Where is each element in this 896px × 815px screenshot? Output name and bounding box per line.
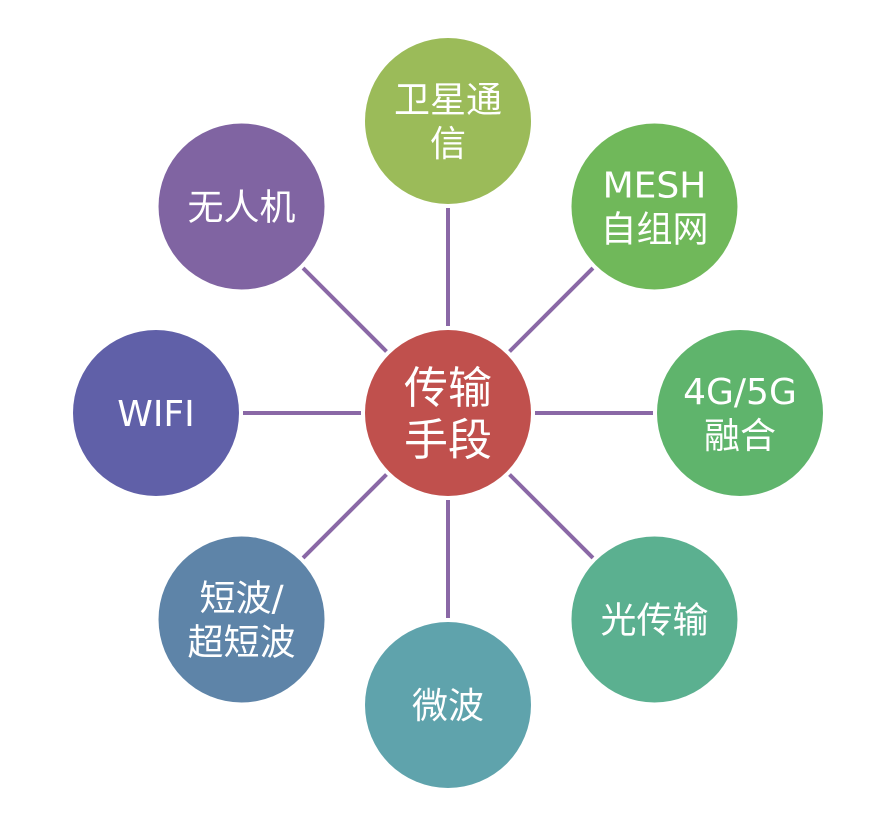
center-label-0: 传输: [404, 363, 492, 414]
node-circle-mesh: [571, 123, 738, 290]
node-label-wifi-0: WIFI: [117, 394, 195, 435]
center-label-1: 手段: [404, 415, 492, 466]
node-circle-satellite: [365, 38, 531, 204]
node-circle-optical: [571, 536, 738, 703]
node-shortwave: 短波/超短波: [158, 536, 325, 703]
spokes: [243, 208, 653, 618]
node-label-4g5g-0: 4G/5G: [683, 372, 797, 413]
node-label-uav-0: 无人机: [188, 188, 296, 229]
node-label-4g5g-1: 融合: [704, 416, 776, 457]
node-label-shortwave-1: 超短波: [188, 622, 296, 663]
node-circle-shortwave: [158, 536, 325, 703]
spoke-shortwave: [301, 473, 388, 560]
spoke-optical: [508, 473, 595, 560]
node-circle-4g5g: [657, 330, 823, 496]
node-label-mesh-0: MESH: [603, 166, 707, 207]
node-microwave: 微波: [365, 622, 531, 788]
node-label-optical-0: 光传输: [600, 600, 708, 641]
node-label-satellite-0: 卫星通: [394, 80, 502, 121]
center-circle: [365, 330, 531, 496]
node-label-satellite-1: 信: [430, 124, 466, 165]
node-uav: 无人机: [158, 123, 325, 290]
node-circle-uav: [158, 123, 325, 290]
node-label-microwave-0: 微波: [412, 686, 484, 727]
node-label-mesh-1: 自组网: [600, 210, 708, 251]
spoke-uav: [301, 266, 388, 353]
node-wifi: WIFI: [73, 330, 239, 496]
node-optical: 光传输: [571, 536, 738, 703]
node-label-shortwave-0: 短波/: [199, 578, 284, 619]
node-circle-microwave: [365, 622, 531, 788]
spoke-mesh: [508, 266, 595, 353]
node-circle-wifi: [73, 330, 239, 496]
